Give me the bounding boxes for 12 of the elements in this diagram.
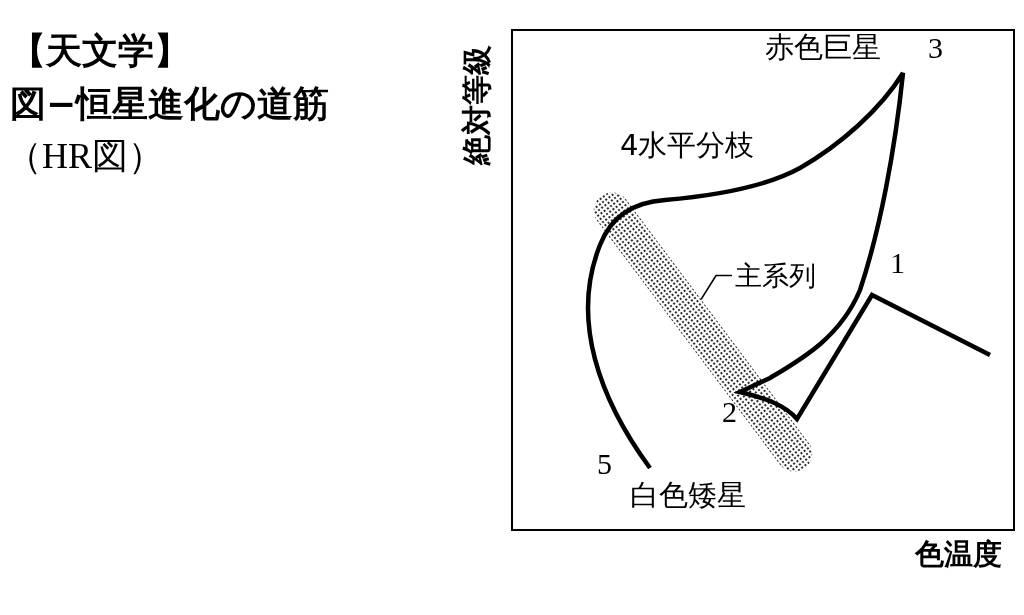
point-number: 2 [722, 397, 737, 427]
x-axis-label: 色温度 [915, 540, 1002, 569]
point-label: 4水平分枝 [620, 131, 755, 160]
diagram-title: 図−恒星進化の道筋 [10, 86, 330, 122]
point-number: 1 [890, 248, 905, 278]
subject-heading: 【天文学】 [10, 33, 190, 69]
point-number: 3 [928, 33, 943, 63]
leader-line [700, 274, 733, 301]
y-axis-label: 絶対等級 [462, 45, 492, 165]
point-label: 赤色巨星 [765, 33, 881, 62]
point-number: 5 [597, 449, 612, 479]
diagram-subtitle: （HR図） [6, 138, 164, 174]
